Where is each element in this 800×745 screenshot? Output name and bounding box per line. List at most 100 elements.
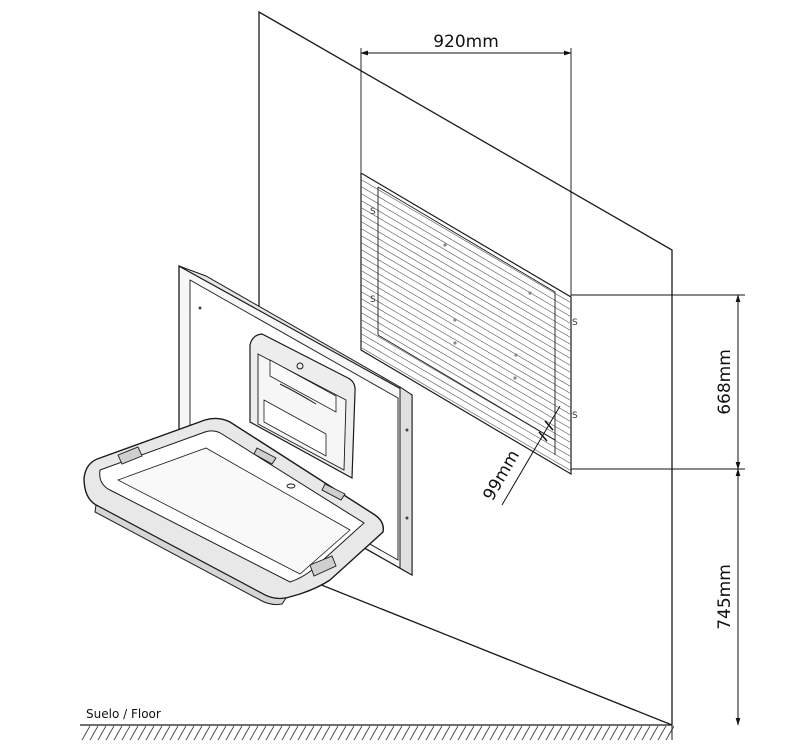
floor-hatch-line	[361, 725, 371, 741]
floor-hatch-line	[337, 725, 347, 741]
floor-hatch-line	[561, 725, 571, 741]
floor-hatch-line	[497, 725, 507, 741]
dimension-width: 920mm	[360, 32, 572, 296]
recess-hatch-line	[361, 308, 571, 442]
floor-hatch-line	[161, 725, 171, 741]
floor-hatch-line	[265, 725, 275, 741]
floor-hatch-line	[185, 725, 195, 741]
floor-hatch-line	[345, 725, 355, 741]
floor-label: Suelo / Floor	[86, 707, 161, 721]
recess-hatch-line	[361, 196, 571, 330]
height-label: 668mm	[715, 349, 735, 415]
floor-hatch-line	[401, 725, 411, 741]
recess-hatch-line	[361, 336, 571, 470]
floor-hatch-line	[633, 725, 643, 741]
floor-hatch-line	[129, 725, 139, 741]
floor-hatch-line	[297, 725, 307, 741]
floor-hatch-line	[145, 725, 155, 741]
recess-hatch-line	[361, 203, 571, 337]
floor-hatch-line	[425, 725, 435, 741]
floor-hatch-line	[353, 725, 363, 741]
recess-hatch-line	[361, 280, 571, 414]
floor-hatch-line	[169, 725, 179, 741]
changing-table-unit	[83, 264, 413, 606]
floor-hatch-line	[417, 725, 427, 741]
floor-hatch-line	[305, 725, 315, 741]
floor-hatch-line	[153, 725, 163, 741]
recess-hatch-line	[361, 294, 571, 428]
floor-hatch-line	[377, 725, 387, 741]
floor-hatch-line	[289, 725, 299, 741]
recess-hatch-line	[361, 301, 571, 435]
floor-hatch-line	[105, 725, 115, 741]
liner-dispenser	[249, 333, 356, 479]
floor-hatch-line	[505, 725, 515, 741]
floor-hatch-line	[97, 725, 107, 741]
floor-hatch-line	[313, 725, 323, 741]
recess-hatch-line	[361, 217, 571, 351]
floor-hatch-line	[449, 725, 459, 741]
floor-hatch-line	[193, 725, 203, 741]
recess-hatch-line	[361, 231, 571, 365]
floor-hatch-line	[457, 725, 467, 741]
dimension-height: 668mm	[571, 294, 745, 470]
recess-hatch-line	[361, 210, 571, 344]
floor-hatch-line	[513, 725, 523, 741]
floor-hatch-line	[393, 725, 403, 741]
floor-hatch-line	[481, 725, 491, 741]
floor-hatch-line	[113, 725, 123, 741]
recess-hatch-line	[361, 315, 571, 449]
recess-hatch-line	[361, 343, 571, 474]
floor-hatch-line	[441, 725, 451, 741]
dimension-mount-height: 745mm	[715, 468, 741, 726]
recess-hatch-line	[361, 273, 571, 407]
floor-hatch-line	[321, 725, 331, 741]
floor-hatch-line	[489, 725, 499, 741]
floor-hatch-line	[89, 725, 99, 741]
floor-hatch-line	[241, 725, 251, 741]
floor-hatch-line	[569, 725, 579, 741]
recess-hatch-line	[361, 182, 571, 316]
floor-hatch-line	[529, 725, 539, 741]
recess-hatch-line	[361, 287, 571, 421]
floor-hatch-line	[649, 725, 659, 741]
recess-hatch-line	[361, 259, 571, 393]
svg-text:S: S	[572, 411, 578, 421]
floor-hatch-line	[369, 725, 379, 741]
svg-text:S: S	[370, 207, 376, 217]
floor-hatch-line	[217, 725, 227, 741]
floor	[80, 724, 675, 741]
recess-hatch-line	[361, 238, 571, 372]
floor-hatch-line	[545, 725, 555, 741]
recess-hatch-line	[361, 245, 571, 379]
floor-hatch-line	[553, 725, 563, 741]
svg-text:S: S	[370, 295, 376, 305]
floor-hatch-line	[329, 725, 339, 741]
floor-hatch-line	[81, 725, 91, 741]
floor-hatch-line	[233, 725, 243, 741]
floor-hatch-line	[465, 725, 475, 741]
floor-hatch-line	[657, 725, 667, 741]
recess-hatch-line	[361, 266, 571, 400]
floor-hatch-line	[121, 725, 131, 741]
floor-hatch-line	[385, 725, 395, 741]
floor-hatch-line	[201, 725, 211, 741]
floor-hatch-line	[537, 725, 547, 741]
floor-hatch-line	[249, 725, 259, 741]
floor-hatch-line	[137, 725, 147, 741]
recess-hatch-line	[361, 189, 571, 323]
floor-hatch-line	[225, 725, 235, 741]
floor-hatch-line	[521, 725, 531, 741]
floor-hatch-line	[257, 725, 267, 741]
recess-hatch-line	[361, 175, 571, 309]
floor-hatch-line	[273, 725, 283, 741]
floor-hatch-line	[281, 725, 291, 741]
floor-hatch-line	[665, 725, 675, 741]
floor-hatch-line	[473, 725, 483, 741]
floor-hatch-line	[625, 725, 635, 741]
floor-hatch-line	[409, 725, 419, 741]
floor-hatch-line	[577, 725, 587, 741]
recess-hatch-line	[361, 329, 571, 463]
